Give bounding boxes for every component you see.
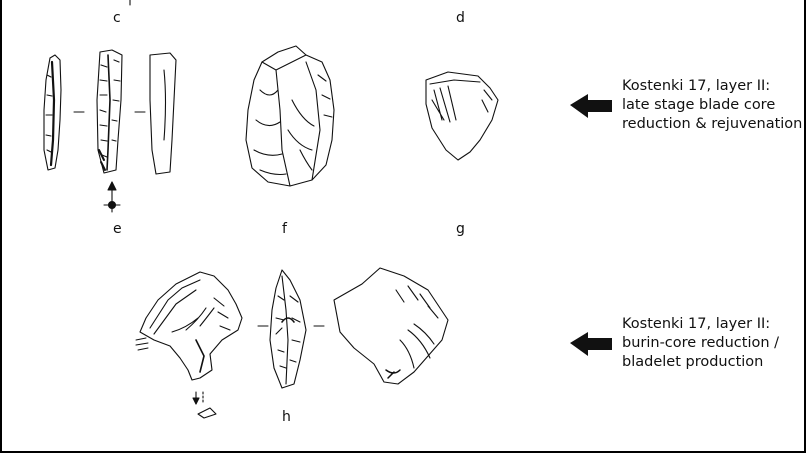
- label-d: d: [456, 10, 465, 26]
- rejuvenation-flake: [425, 71, 499, 161]
- arrow-left-icon: [570, 332, 612, 356]
- blade-c-ventral: [149, 52, 177, 175]
- burin-core-e: [135, 271, 243, 381]
- annotation-blade-core: Kostenki 17, layer II: late stage blade …: [622, 77, 802, 134]
- label-c: c: [113, 10, 121, 26]
- orientation-marker-icon: [103, 181, 121, 213]
- blade-c-dorsal: [96, 49, 123, 174]
- label-f: f: [282, 221, 287, 237]
- annotation-burin-core: Kostenki 17, layer II: burin-core reduct…: [622, 315, 779, 372]
- arrow-left-icon: [570, 94, 612, 118]
- label-e: e: [113, 221, 122, 237]
- core-d: [245, 45, 335, 187]
- label-h: h: [282, 409, 291, 425]
- annotation-line: Kostenki 17, layer II:: [622, 78, 771, 94]
- burin-spall-f: [269, 269, 307, 389]
- blade-c-profile: [43, 54, 62, 171]
- flake-g: [333, 267, 449, 385]
- label-g: g: [456, 221, 465, 237]
- orientation-marker-icon: [192, 391, 217, 419]
- annotation-line: reduction & rejuvenation: [622, 116, 803, 132]
- annotation-line: Kostenki 17, layer II:: [622, 316, 771, 332]
- annotation-line: bladelet production: [622, 354, 764, 370]
- annotation-line: late stage blade core: [622, 97, 776, 113]
- annotation-line: burin-core reduction /: [622, 335, 780, 351]
